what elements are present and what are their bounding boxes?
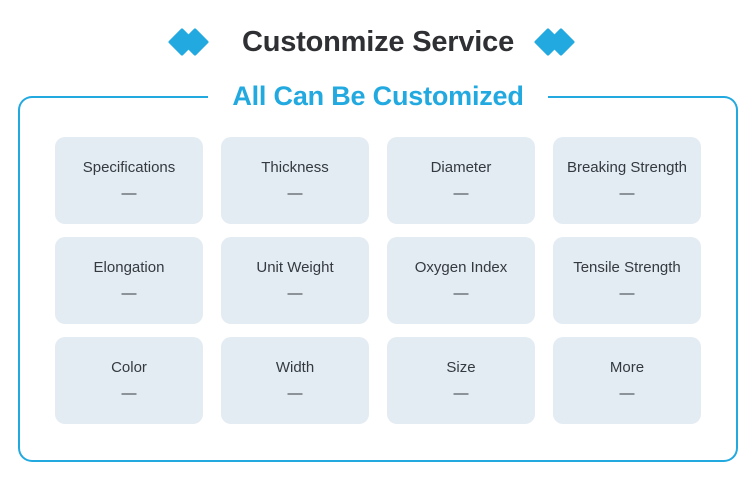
panel-border-bottom — [18, 444, 738, 462]
attribute-card[interactable]: More — — [553, 337, 701, 424]
attribute-card-label: More — [609, 359, 645, 376]
attribute-card-label: Thickness — [261, 159, 329, 176]
attribute-card[interactable]: Specifications — — [55, 137, 203, 224]
attribute-card-grid: Specifications — Thickness — Diameter — … — [55, 137, 701, 424]
attribute-card-value: — — [619, 285, 635, 302]
attribute-card-label: Tensile Strength — [573, 259, 681, 276]
panel-subtitle: All Can Be Customized — [18, 79, 738, 113]
double-diamond-icon-left — [167, 27, 218, 57]
attribute-card-label: Color — [111, 359, 147, 376]
attribute-card[interactable]: Elongation — — [55, 237, 203, 324]
attribute-card-value: — — [287, 385, 303, 402]
attribute-card[interactable]: Size — — [387, 337, 535, 424]
attribute-card-label: Specifications — [82, 159, 176, 176]
attribute-card-value: — — [287, 285, 303, 302]
panel-border-top-right — [548, 96, 738, 118]
attribute-card-label: Diameter — [430, 159, 492, 176]
attribute-card-label: Breaking Strength — [566, 159, 688, 176]
attribute-card-label: Elongation — [93, 259, 165, 276]
attribute-card[interactable]: Breaking Strength — — [553, 137, 701, 224]
panel-border-left — [18, 116, 20, 446]
attribute-card[interactable]: Diameter — — [387, 137, 535, 224]
attribute-card[interactable]: Oxygen Index — — [387, 237, 535, 324]
attribute-card-value: — — [121, 185, 137, 202]
panel-border-top-left — [18, 96, 208, 118]
attribute-card-label: Size — [446, 359, 476, 376]
attribute-card[interactable]: Tensile Strength — — [553, 237, 701, 324]
attribute-card-value: — — [619, 185, 635, 202]
attribute-card-value: — — [121, 285, 137, 302]
attribute-card-value: — — [121, 385, 137, 402]
attribute-card-value: — — [453, 285, 469, 302]
panel-border-right — [736, 116, 738, 446]
attribute-card-value: — — [453, 385, 469, 402]
attribute-card[interactable]: Unit Weight — — [221, 237, 369, 324]
banner-header: Custonmize Service — [0, 20, 756, 64]
page-title: Custonmize Service — [242, 25, 514, 58]
attribute-card-label: Unit Weight — [256, 259, 334, 276]
attribute-card[interactable]: Thickness — — [221, 137, 369, 224]
double-diamond-icon-right — [533, 27, 584, 57]
attribute-card-value: — — [619, 385, 635, 402]
attribute-card-label: Width — [275, 359, 315, 376]
attribute-card[interactable]: Width — — [221, 337, 369, 424]
customization-panel: All Can Be Customized Specifications — T… — [18, 81, 738, 462]
attribute-card-label: Oxygen Index — [414, 259, 508, 276]
attribute-card-value: — — [453, 185, 469, 202]
attribute-card[interactable]: Color — — [55, 337, 203, 424]
panel-subtitle-text: All Can Be Customized — [216, 81, 540, 111]
attribute-card-value: — — [287, 185, 303, 202]
